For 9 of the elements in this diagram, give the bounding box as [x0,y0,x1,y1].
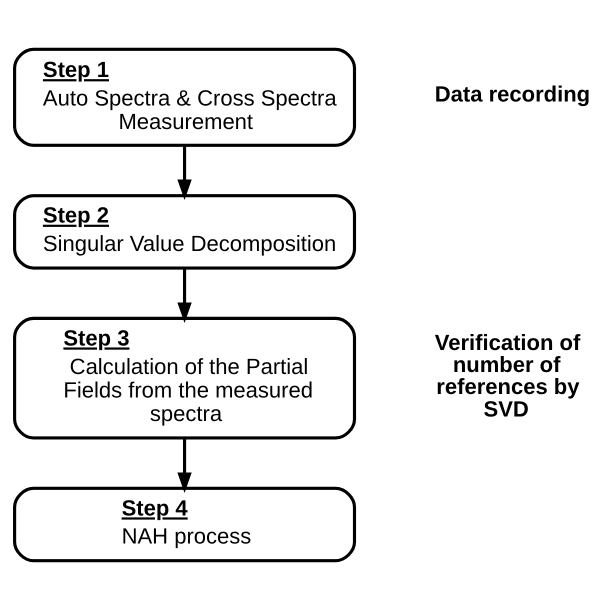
label: Data recording [434,82,590,107]
node-box: Step 1 Auto Spectra & Cross Spectra Measurement [13,48,356,147]
label: Verification of number of references by SVD [434,330,580,422]
node-box: Step 3 Calculation of the Partial Fields from the measured spectra [13,316,356,440]
arrow [177,438,192,493]
arrow [177,146,192,200]
node-box: Step 2 Singular Value Decomposition [13,194,356,270]
arrow [177,268,192,323]
node-box: Step 4 NAH process [13,486,356,562]
